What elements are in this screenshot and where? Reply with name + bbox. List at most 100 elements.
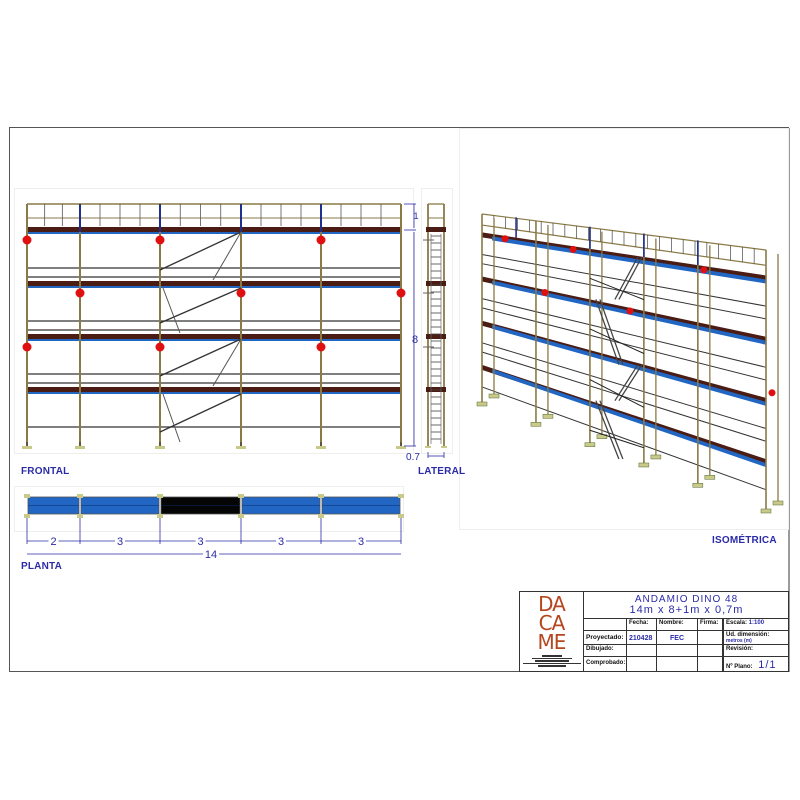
plan-standard <box>318 514 324 518</box>
access-ladder <box>212 231 242 281</box>
plan-dim-label-bg <box>356 535 366 545</box>
frontal-view-label: FRONTAL <box>21 466 70 477</box>
isometric-view-panel <box>459 128 789 530</box>
diagonal-brace <box>159 338 242 377</box>
iso-ladder <box>614 364 639 402</box>
tb-escala: Escala: 1:100 <box>724 619 789 631</box>
plan-standard <box>157 514 163 518</box>
deck-platform <box>27 281 401 286</box>
lateral-deck <box>426 387 446 392</box>
planta-view-panel <box>14 486 404 532</box>
tb-plano-label: Nº Plano: <box>726 664 753 670</box>
lateral-view-label: LATERAL <box>418 466 466 477</box>
iso-diagonal-brace <box>589 277 645 301</box>
iso-ladder <box>618 364 643 402</box>
iso-base-plate <box>638 462 650 468</box>
plan-bay-dimension-value: 3 <box>197 536 203 548</box>
tb-dibujado-firma <box>698 645 724 657</box>
wall-anchor-marker <box>316 235 326 245</box>
wall-anchor-marker <box>22 235 32 245</box>
base-plate <box>22 446 32 449</box>
iso-base-plate <box>650 454 662 460</box>
plan-standard <box>398 494 404 498</box>
plan-bay-dimension-value: 3 <box>278 536 284 548</box>
wall-anchor-marker <box>316 342 326 352</box>
lateral-deck <box>426 334 446 339</box>
wall-anchor-marker <box>396 288 406 298</box>
tb-proyectado-nombre: FEC <box>657 631 698 645</box>
isometric-view-label: ISOMÉTRICA <box>712 535 777 546</box>
tb-comprobado-firma <box>698 657 724 671</box>
lateral-deck <box>426 227 446 232</box>
diagonal-brace <box>159 287 242 324</box>
wall-anchor-marker <box>155 235 165 245</box>
wall-anchor-marker <box>75 288 85 298</box>
drawing-title-main: ANDAMIO DINO 48 <box>634 594 739 605</box>
dim-guardrail-value: 1 <box>413 211 418 221</box>
iso-diagonal-brace <box>589 429 645 449</box>
access-ladder <box>162 393 181 443</box>
tb-row-proyectado: Proyectado: <box>584 631 627 645</box>
tb-escala-label: Escala: <box>726 620 748 626</box>
logo-letters-row-2: CA <box>538 611 566 635</box>
iso-ladder <box>599 400 624 460</box>
plan-dim-label-bg <box>48 535 59 545</box>
iso-base-plate <box>760 508 772 514</box>
iso-ladder <box>614 256 639 300</box>
wall-anchor-marker <box>236 288 246 298</box>
iso-base-plate <box>596 434 608 439</box>
plan-standard <box>238 494 244 498</box>
plan-standard <box>24 494 30 498</box>
deck-platform <box>27 334 401 339</box>
iso-diagonal-brace <box>589 379 645 408</box>
tb-dibujado-fecha <box>627 645 657 657</box>
iso-ledger <box>481 298 767 368</box>
iso-base-plate <box>704 475 716 480</box>
plan-dim-label-bg <box>195 535 206 545</box>
iso-wall-anchor-marker <box>569 245 577 253</box>
base-plate <box>396 446 406 449</box>
iso-wall-anchor-marker <box>541 289 549 297</box>
plan-dim-label-bg <box>203 548 219 558</box>
diagonal-brace <box>159 393 242 433</box>
planta-view-label: PLANTA <box>21 561 63 572</box>
tb-row-dibujado: Dibujado: <box>584 645 627 657</box>
plan-standard <box>238 514 244 518</box>
iso-base-plate <box>542 414 554 419</box>
tb-proyectado-firma <box>698 631 724 645</box>
lateral-width-value: 0.7 <box>406 452 420 463</box>
base-plate <box>236 446 246 449</box>
wall-anchor-marker <box>22 342 32 352</box>
plan-dim-label-bg <box>276 535 286 545</box>
iso-base-plate <box>772 500 784 506</box>
iso-base-plate <box>692 483 704 488</box>
tb-header-firma: Firma: <box>698 619 724 631</box>
plan-standard <box>77 514 83 518</box>
access-ladder <box>162 287 181 334</box>
tb-plano-value: 1/1 <box>758 659 777 671</box>
plan-standard <box>77 494 83 498</box>
lateral-view-panel <box>421 188 453 454</box>
iso-ladder <box>595 400 620 460</box>
tb-comprobado-nombre <box>657 657 698 671</box>
plan-standard <box>398 514 404 518</box>
tb-empty-header-cell <box>584 619 627 631</box>
iso-wall-anchor-marker <box>768 389 776 397</box>
iso-ladder <box>599 299 624 365</box>
access-ladder <box>212 338 242 387</box>
iso-wall-anchor-marker <box>626 307 634 315</box>
drawing-title: ANDAMIO DINO 48 14m x 8+1m x 0,7m <box>584 592 789 619</box>
tb-header-nombre: Nombre: <box>657 619 698 631</box>
tb-revision: Revisión: <box>724 645 789 657</box>
plan-standard <box>157 494 163 498</box>
plan-bay-dimension-value: 3 <box>358 536 364 548</box>
deck-platform <box>27 227 401 232</box>
tb-plano: Nº Plano: 1/1 <box>724 657 789 671</box>
iso-deck-surface <box>492 368 766 468</box>
deck-platform <box>27 387 401 392</box>
base-plate <box>316 446 326 449</box>
plan-total-dimension-value: 14 <box>205 549 217 561</box>
title-block: DA CA ME ANDAMIO DINO 48 14m x 8+1m x 0,… <box>519 591 789 672</box>
iso-base-plate <box>476 401 488 407</box>
